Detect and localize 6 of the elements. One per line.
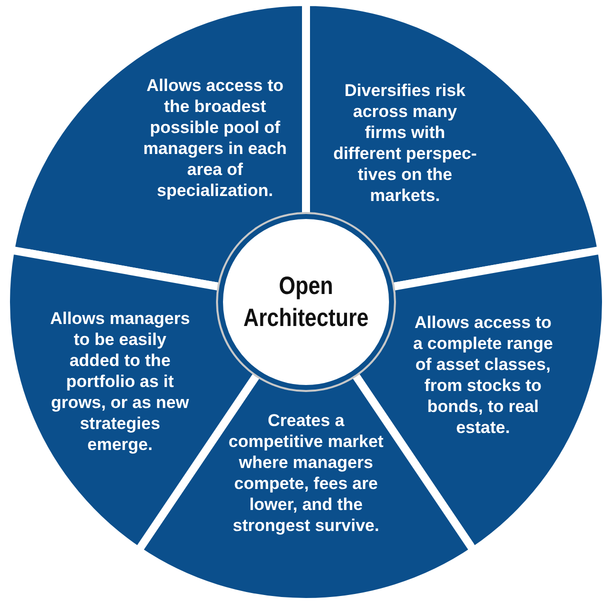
segment-text: Allows access to a complete range of asset classes, from stocks to bonds, to real estate. bbox=[412, 312, 554, 438]
segment-text: Allows access to the broadest possible pool of managers in each area of specialization. bbox=[142, 75, 288, 201]
center-title: Open Architecture bbox=[242, 271, 370, 334]
segment-text: Creates a competitive market where managers compete, fees are lower, and the strongest survive. bbox=[228, 410, 384, 536]
segment-text: Diversifies risk across many firms with different perspec-tives on the markets. bbox=[332, 80, 478, 206]
segment-text: Allows managers to be easily added to the portfolio as it grows, or as new strategies emerge. bbox=[50, 308, 190, 455]
